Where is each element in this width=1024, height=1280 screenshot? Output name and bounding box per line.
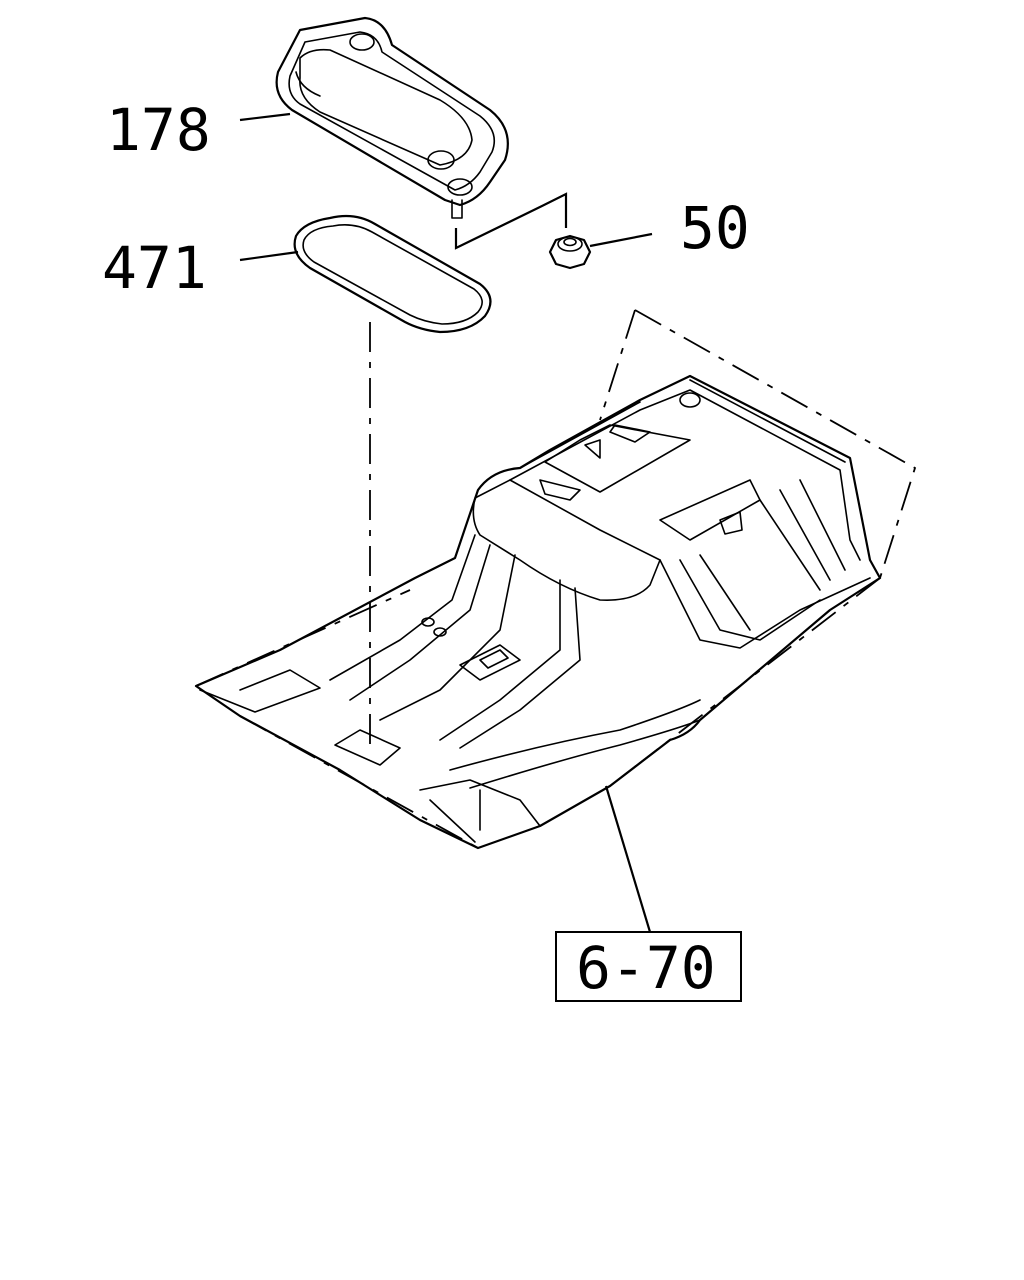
floor-hidden-edge-left xyxy=(195,589,411,687)
leader-6-70 xyxy=(604,785,652,933)
floor-panel[interactable] xyxy=(194,374,882,850)
callout-50[interactable]: 50 xyxy=(680,194,750,262)
flange-nut-part-50[interactable] xyxy=(548,234,592,270)
floor-hidden-edge-right xyxy=(609,577,881,787)
leader-471 xyxy=(239,250,299,262)
callout-471[interactable]: 471 xyxy=(102,234,207,302)
callout-6-70[interactable]: 6-70 xyxy=(576,934,716,1002)
cover-plate-part-178[interactable] xyxy=(275,16,509,219)
floor-hidden-edge-top xyxy=(599,309,636,421)
floor-hidden-outline xyxy=(634,309,917,579)
stud-alignment-line xyxy=(454,192,568,250)
gasket-part-471[interactable] xyxy=(293,214,492,334)
floor-hidden-edge-front xyxy=(239,715,479,849)
callout-178[interactable]: 178 xyxy=(106,96,211,164)
reference-box-6-70[interactable] xyxy=(555,931,742,1002)
leader-50 xyxy=(589,232,653,248)
leader-178 xyxy=(239,112,291,122)
